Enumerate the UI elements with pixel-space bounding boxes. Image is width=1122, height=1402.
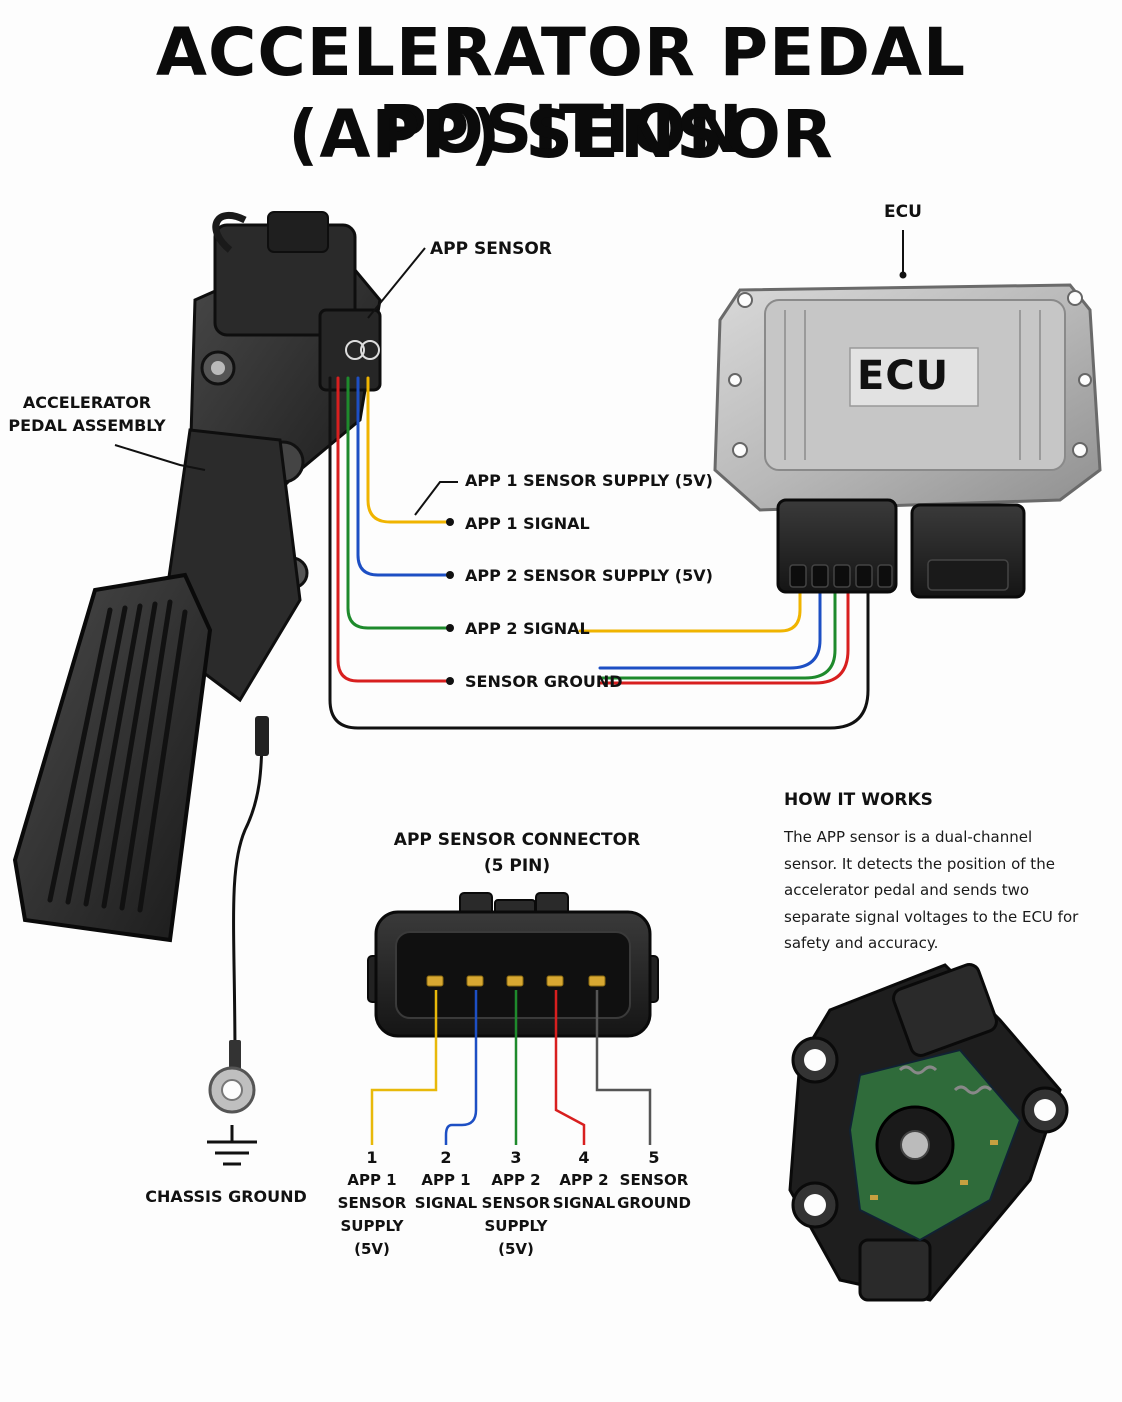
wire-label-app2-signal: APP 2 SIGNAL bbox=[465, 619, 590, 638]
pin-text: APP 1 bbox=[421, 1171, 471, 1189]
ecu-label: ECU bbox=[884, 202, 922, 222]
pin-label-2: 2 APP 1 SIGNAL bbox=[415, 1146, 477, 1215]
title-line-2: (APP) SENSOR bbox=[288, 96, 834, 173]
title-line-1: ACCELERATOR PEDAL POSITION bbox=[155, 14, 967, 168]
pin-text: APP 2 bbox=[559, 1171, 609, 1189]
ground-symbol-icon bbox=[207, 1125, 257, 1166]
pin-number: 5 bbox=[648, 1148, 660, 1167]
supply-leader bbox=[414, 481, 458, 516]
connector-title-2: (5 PIN) bbox=[483, 856, 551, 876]
pin-text: SIGNAL bbox=[414, 1194, 478, 1212]
wire-dots bbox=[446, 518, 454, 685]
chassis-ground-label: CHASSIS GROUND bbox=[145, 1187, 307, 1206]
pin-label-3: 3 APP 2 SENSOR SUPPLY (5V) bbox=[482, 1146, 551, 1261]
pin-text: SUPPLY bbox=[484, 1217, 548, 1235]
pedal-assembly-illustration bbox=[12, 211, 382, 943]
connector-title-1: APP SENSOR CONNECTOR bbox=[393, 830, 641, 850]
pin-label-4: 4 APP 2 SIGNAL bbox=[553, 1146, 615, 1215]
pin-text: SENSOR bbox=[481, 1194, 551, 1212]
pin-number: 3 bbox=[510, 1148, 522, 1167]
pin-text: GROUND bbox=[617, 1194, 691, 1212]
pin-text: APP 2 bbox=[491, 1171, 541, 1189]
pin-text: SENSOR bbox=[337, 1194, 407, 1212]
wire-harness bbox=[328, 376, 870, 730]
how-it-works-body: The APP sensor is a dual-channel sensor.… bbox=[784, 828, 1079, 952]
wire-label-app1-signal: APP 1 SIGNAL bbox=[465, 514, 590, 533]
pin-number: 4 bbox=[578, 1148, 590, 1167]
pin-text: (5V) bbox=[354, 1240, 390, 1258]
pin-text: SIGNAL bbox=[552, 1194, 616, 1212]
sensor-closeup-illustration bbox=[788, 963, 1069, 1302]
pin-number: 1 bbox=[366, 1148, 378, 1167]
pedal-assembly-leader bbox=[114, 444, 206, 471]
how-it-works-title: HOW IT WORKS bbox=[784, 790, 933, 810]
wire-label-app2-supply: APP 2 SENSOR SUPPLY (5V) bbox=[465, 566, 713, 585]
pedal-assembly-label-2: PEDAL ASSEMBLY bbox=[8, 416, 166, 435]
pin-label-5: 5 SENSOR GROUND bbox=[617, 1146, 691, 1215]
pin-number: 2 bbox=[440, 1148, 452, 1167]
wire-label-app1-supply: APP 1 SENSOR SUPPLY (5V) bbox=[465, 471, 713, 490]
five-pin-connector-illustration bbox=[367, 892, 659, 1038]
pedal-assembly-label-1: ACCELERATOR bbox=[22, 393, 152, 412]
pin-text: SUPPLY bbox=[340, 1217, 404, 1235]
pin-label-1: 1 APP 1 SENSOR SUPPLY (5V) bbox=[338, 1146, 407, 1261]
pin-text: APP 1 bbox=[347, 1171, 397, 1189]
chassis-ground-wire bbox=[208, 716, 269, 1114]
pin-text: (5V) bbox=[498, 1240, 534, 1258]
app-sensor-label: APP SENSOR bbox=[430, 239, 552, 259]
connector-pin-wires bbox=[370, 990, 652, 1145]
pin-text: SENSOR bbox=[619, 1171, 689, 1189]
ecu-module bbox=[713, 283, 1102, 599]
ecu-badge: ECU bbox=[857, 353, 950, 399]
wire-label-sensor-ground: SENSOR GROUND bbox=[465, 672, 623, 691]
app-sensor-leader bbox=[367, 247, 426, 319]
